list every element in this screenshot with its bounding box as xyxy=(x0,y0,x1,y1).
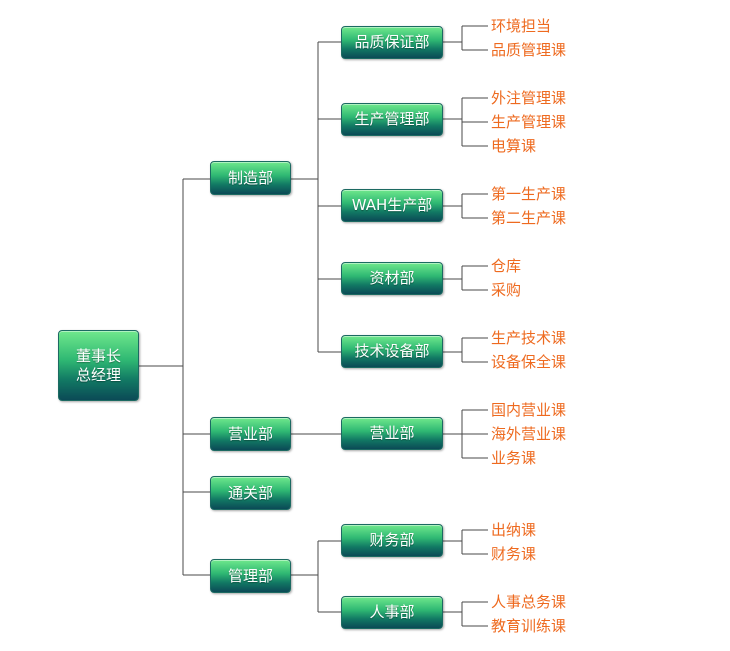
course-label: 生产管理课 xyxy=(491,113,567,131)
department-tech: 技术设备部 xyxy=(341,335,443,368)
course-label: 第二生产课 xyxy=(491,209,567,227)
division-management: 管理部 xyxy=(210,559,291,593)
course-label: 教育训练课 xyxy=(491,617,567,635)
course-label: 电算课 xyxy=(491,137,537,155)
course-label: 财务课 xyxy=(491,545,537,563)
course-label: 采购 xyxy=(491,281,522,299)
course-label: 人事总务课 xyxy=(491,593,567,611)
course-label: 出纳课 xyxy=(491,521,537,539)
department-sales: 营业部 xyxy=(341,417,443,450)
department-wah: WAH生产部 xyxy=(341,189,443,222)
department-production: 生产管理部 xyxy=(341,103,443,136)
department-hr: 人事部 xyxy=(341,596,443,629)
division-sales: 营业部 xyxy=(210,417,291,451)
root-title-line2: 总经理 xyxy=(75,365,121,384)
department-finance: 财务部 xyxy=(341,524,443,557)
division-manufacturing: 制造部 xyxy=(210,161,291,195)
department-materials: 资材部 xyxy=(341,262,443,295)
course-label: 海外营业课 xyxy=(491,425,567,443)
course-label: 外注管理课 xyxy=(491,89,567,107)
department-qa: 品质保证部 xyxy=(341,26,443,59)
course-label: 环境担当 xyxy=(491,17,552,35)
division-customs: 通关部 xyxy=(210,476,291,510)
course-label: 国内营业课 xyxy=(491,401,567,419)
course-label: 仓库 xyxy=(491,257,522,275)
root-box: 董事长 总经理 xyxy=(58,330,139,401)
course-label: 品质管理课 xyxy=(491,41,567,59)
course-label: 设备保全课 xyxy=(491,353,567,371)
course-label: 业务课 xyxy=(491,449,537,467)
course-label: 第一生产课 xyxy=(491,185,567,203)
course-label: 生产技术课 xyxy=(491,329,567,347)
root-title-line1: 董事长 xyxy=(75,346,121,365)
